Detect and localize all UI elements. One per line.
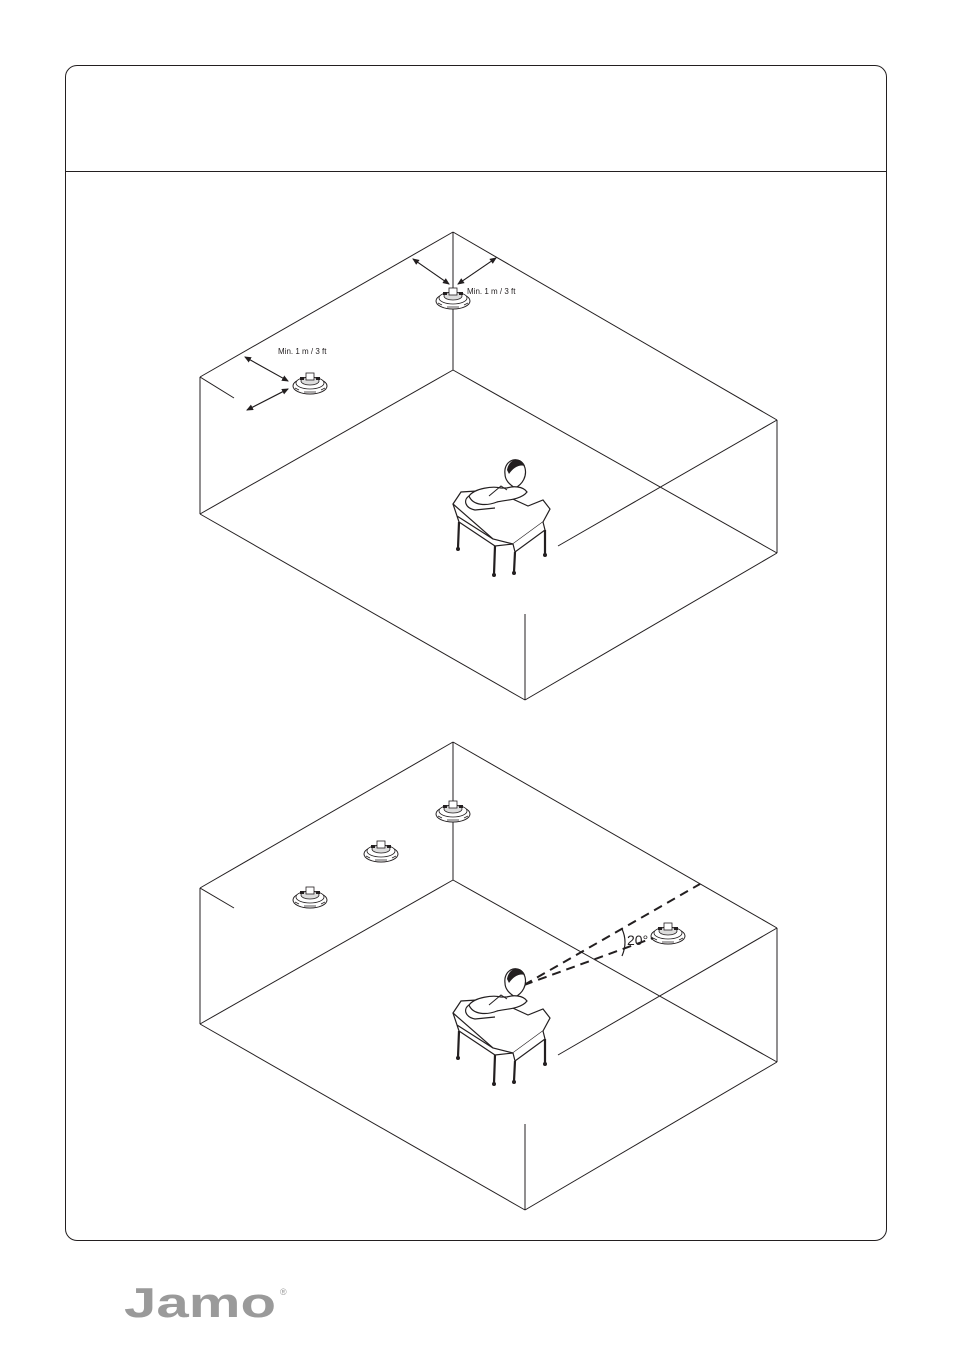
bottom-listener-in-chair [453,969,550,1086]
top-ceiling-speaker-wall [293,373,327,394]
bottom-ceiling-speaker-3 [293,887,327,908]
clearance-label-wall: Min. 1 m / 3 ft [278,347,327,356]
bottom-ceiling-speaker-2 [364,841,398,862]
bottom-angled-speaker [651,923,685,944]
top-ceiling-speaker-corner [436,288,470,309]
jamo-logo: Jamo ® [124,1283,294,1323]
top-clearance-arrows [245,258,496,410]
angle-label: 20° [627,932,648,948]
registered-mark: ® [280,1287,287,1297]
angle-arc [622,929,625,956]
bottom-room [200,742,777,1210]
bottom-ceiling-speaker-1 [436,801,470,822]
clearance-label-corner: Min. 1 m / 3 ft [467,287,516,296]
logo-wordmark: Jamo [124,1283,276,1323]
top-room [200,232,777,700]
top-listener-in-chair [453,460,550,577]
